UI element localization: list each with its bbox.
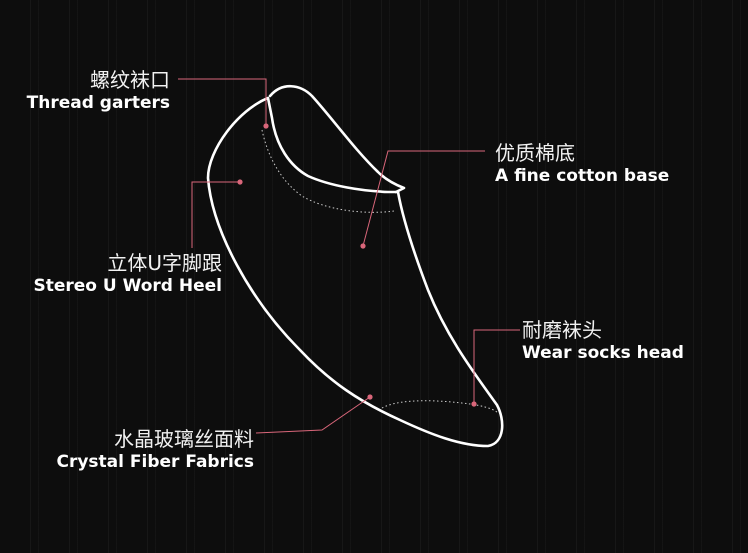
callout-thread-garters: 螺纹袜口 Thread garters (20, 68, 170, 114)
callout-en: Stereo U Word Heel (33, 276, 222, 296)
callout-cn: 耐磨袜头 (522, 318, 602, 342)
callout-en: Crystal Fiber Fabrics (56, 452, 254, 472)
leader-fine-cotton-base (362, 150, 485, 247)
callout-en: Thread garters (26, 93, 170, 113)
anchor-dot-fine-cotton-base (360, 243, 366, 249)
cuff-stitch-line (261, 129, 395, 213)
callout-en: A fine cotton base (495, 166, 670, 186)
anchor-dot-thread-garters (263, 123, 269, 129)
sock-outline (206, 96, 504, 448)
leader-crystal-fiber (255, 396, 371, 434)
anchor-dot-stereo-u-heel (237, 179, 243, 185)
leader-wear-socks-head (473, 329, 520, 404)
callout-crystal-fiber: 水晶玻璃丝面料 Crystal Fiber Fabrics (20, 427, 254, 473)
leader-thread-garters (178, 78, 267, 126)
callout-cn: 螺纹袜口 (90, 68, 170, 92)
callout-fine-cotton-base: 优质棉底 A fine cotton base (495, 141, 669, 187)
leader-stereo-u-heel (191, 181, 240, 248)
callout-en: Wear socks head (522, 343, 684, 363)
callout-cn: 水晶玻璃丝面料 (114, 427, 254, 451)
anchor-dot-wear-socks-head (471, 401, 477, 407)
sock-cuff-edge (268, 84, 406, 194)
anchor-dot-crystal-fiber (367, 394, 373, 400)
callout-stereo-u-heel: 立体U字脚跟 Stereo U Word Heel (20, 251, 222, 297)
callout-cn: 优质棉底 (495, 141, 575, 165)
callout-wear-socks-head: 耐磨袜头 Wear socks head (522, 318, 684, 364)
toe-stitch-line (381, 400, 499, 414)
callout-cn: 立体U字脚跟 (107, 251, 222, 275)
